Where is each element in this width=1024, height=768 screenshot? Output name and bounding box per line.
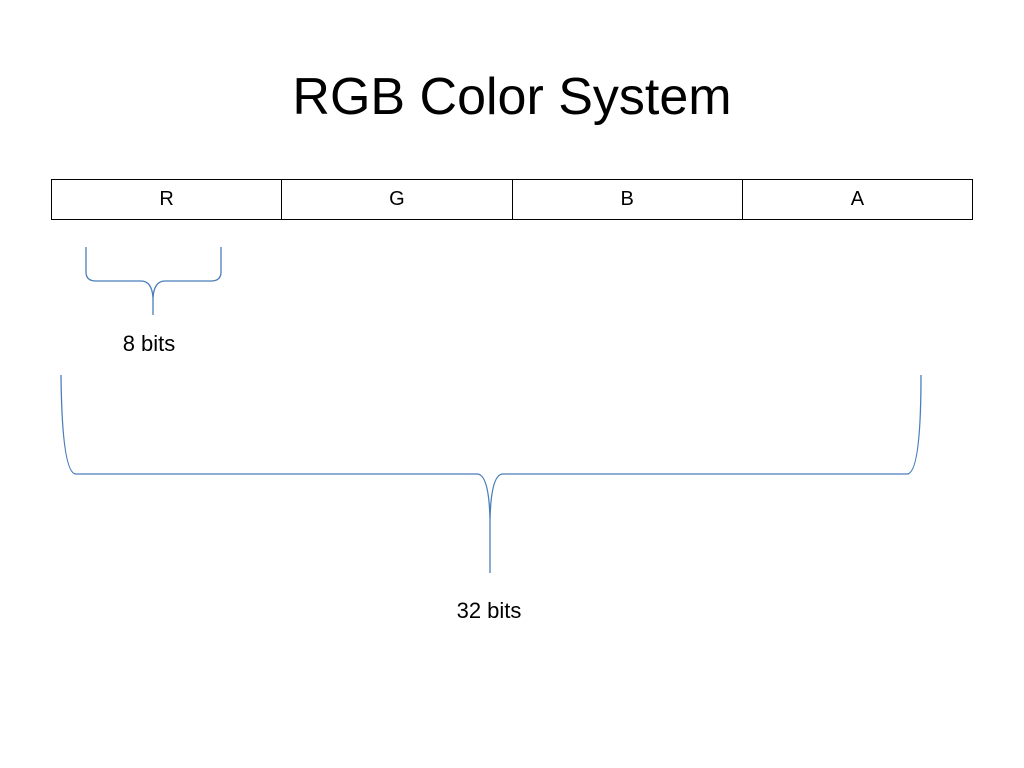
channel-row: R G B A	[50, 179, 974, 220]
total-size-label: 32 bits	[456, 598, 522, 623]
total-brace	[60, 374, 922, 573]
channel-cell-g: G	[281, 179, 513, 220]
channel-size-label: 8 bits	[122, 331, 176, 356]
channel-cell-b: B	[511, 179, 743, 220]
channel-table: R G B A	[50, 179, 974, 220]
channel-cell-r: R	[50, 179, 283, 220]
channel-brace	[85, 247, 222, 315]
diagram-title: RGB Color System	[292, 68, 732, 126]
channel-cell-a: A	[741, 179, 974, 220]
